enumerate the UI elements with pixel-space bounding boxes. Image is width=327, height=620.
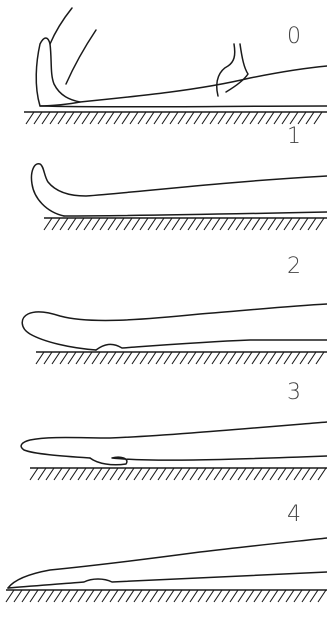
stage-panel-3: 3 [0, 372, 327, 496]
stage-panel-2: 2 [0, 248, 327, 372]
leg-top-line [80, 66, 327, 102]
left-leg-line-1 [50, 8, 72, 44]
stage-2-drawing [0, 248, 327, 372]
leg-top-line [31, 164, 327, 216]
ground-hatch [30, 468, 326, 480]
ground-hatch [26, 112, 322, 124]
leg-bottom-line [90, 456, 327, 465]
ground-hatch [6, 590, 326, 602]
leg-top-line [22, 304, 327, 350]
left-leg-line-2 [66, 30, 96, 84]
stage-3-drawing [0, 372, 327, 496]
ground-hatch [36, 352, 324, 364]
stage-panel-4: 4 [0, 496, 327, 620]
stage-panel-0: 0 [0, 0, 327, 124]
stage-1-drawing [0, 124, 327, 248]
stage-0-drawing [0, 0, 327, 124]
stage-panel-1: 1 [0, 124, 327, 248]
leg-bottom-line [8, 572, 327, 588]
leg-bottom-line [40, 106, 327, 107]
leg-bottom-line [64, 212, 327, 216]
ground-hatch [44, 218, 324, 230]
stage-4-drawing [0, 496, 327, 616]
right-foot-outline-2 [226, 44, 248, 92]
leg-top-line [8, 538, 327, 588]
leg-bottom-line [96, 340, 327, 350]
leg-top-line [21, 422, 327, 458]
left-foot-outline [36, 38, 80, 106]
